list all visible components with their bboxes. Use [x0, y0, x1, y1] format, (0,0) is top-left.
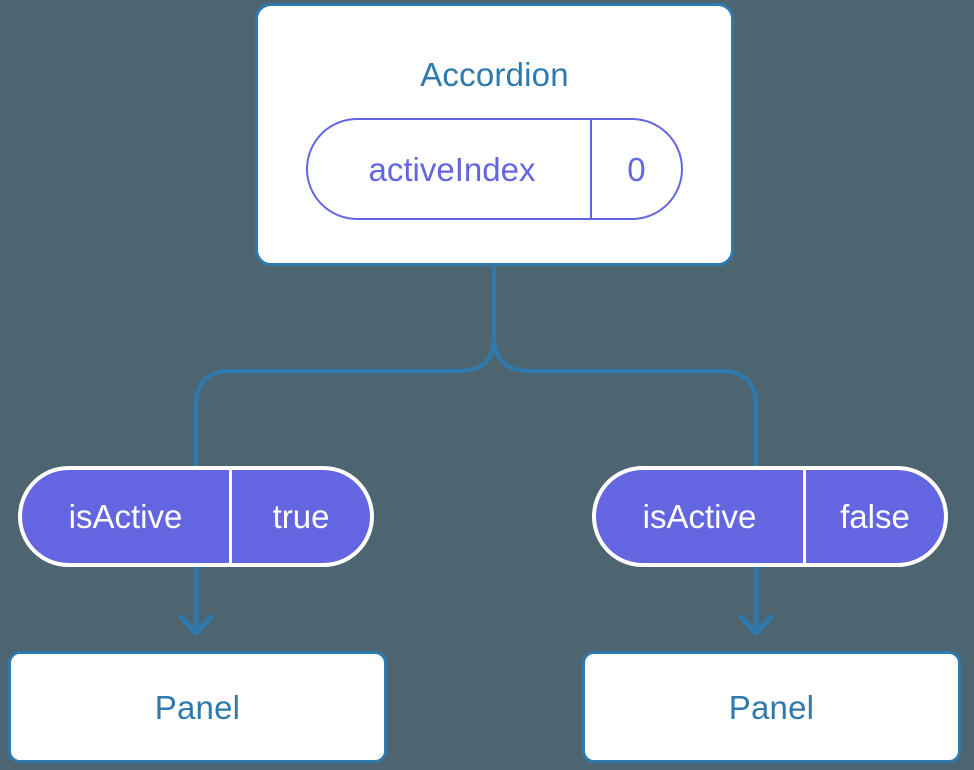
right-prop-pill[interactable]: isActive false — [592, 466, 948, 567]
left-panel-card[interactable]: Panel — [8, 651, 387, 763]
accordion-state-pill[interactable]: activeIndex 0 — [306, 118, 683, 220]
left-panel-title: Panel — [154, 688, 241, 726]
right-prop-value: false — [803, 470, 944, 563]
connector-root-to-right-branch — [492, 264, 758, 468]
arrow-head-left-icon — [178, 614, 214, 636]
right-panel-title: Panel — [728, 688, 815, 726]
accordion-state-key: activeIndex — [368, 150, 536, 188]
accordion-title: Accordion — [420, 56, 569, 93]
connector-root-to-left-branch — [194, 264, 496, 468]
left-prop-value: true — [229, 470, 370, 563]
right-prop-key: isActive — [642, 498, 757, 535]
accordion-state-value: 0 — [589, 120, 681, 218]
arrow-head-right-icon — [738, 614, 774, 636]
left-prop-pill[interactable]: isActive true — [18, 466, 374, 567]
right-panel-card[interactable]: Panel — [582, 651, 961, 763]
left-prop-key: isActive — [68, 498, 183, 535]
